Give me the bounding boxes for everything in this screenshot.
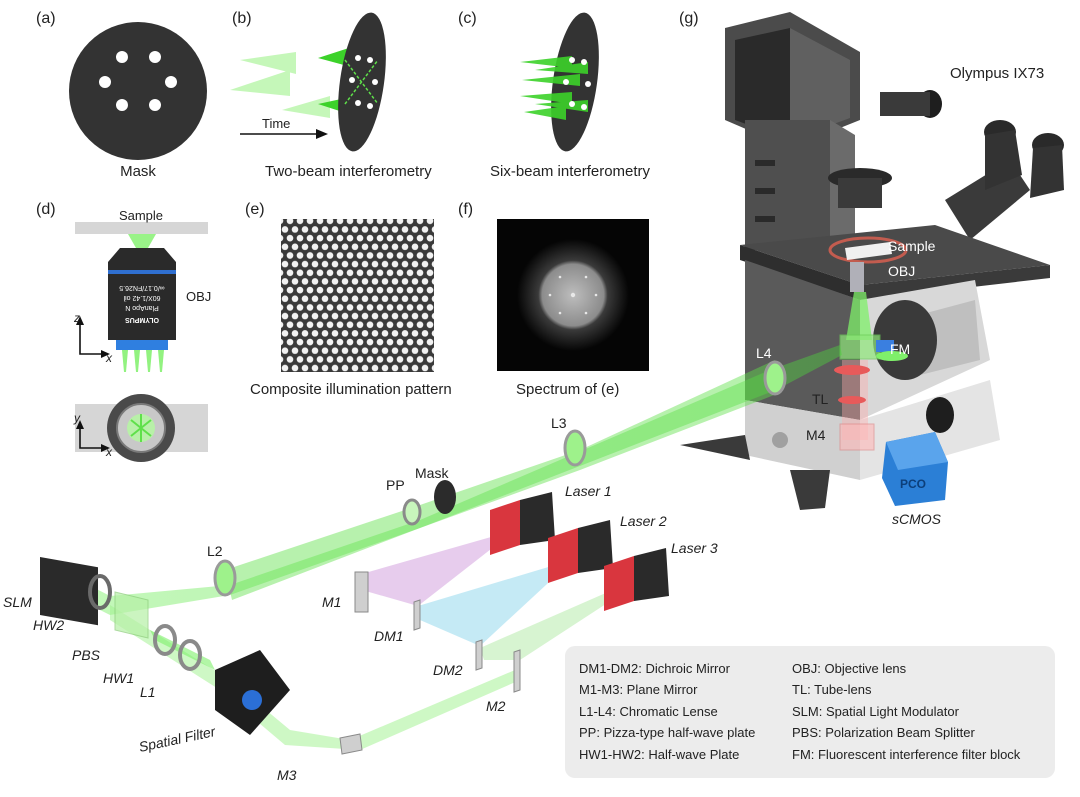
panel-f: (f) Spectrum of (e) — [458, 201, 649, 398]
mirror-dm1 — [413, 599, 421, 631]
legend-item: HW1-HW2: Half-wave Plate — [579, 746, 740, 762]
panel-d: (d) Sample OLYMPUS PlanApo N 60X/1.42 oi… — [36, 201, 211, 462]
label-laser1: Laser 1 — [565, 483, 612, 499]
laser-1 — [490, 492, 555, 555]
label-m4: M4 — [806, 427, 826, 443]
objective-line-3: ∞/0.17/FN26.5 — [119, 284, 165, 291]
legend-item: L1-L4: Chromatic Lense — [579, 703, 718, 719]
sample-slide — [75, 222, 208, 234]
legend-item: OBJ: Objective lens — [792, 661, 907, 676]
panel-g-tag: (g) — [679, 10, 699, 27]
label-pbs: PBS — [72, 647, 101, 663]
mirror-m2 — [513, 649, 521, 693]
axis-z-label: z — [73, 311, 80, 325]
label-m2: M2 — [486, 698, 506, 714]
label-laser3: Laser 3 — [671, 540, 718, 556]
legend-item: M1-M3: Plane Mirror — [579, 682, 698, 698]
panel-d-sample: Sample — [119, 208, 163, 223]
label-l4: L4 — [756, 345, 772, 361]
panel-e: (e) Composite illumination pattern — [245, 201, 452, 398]
legend-item: DM1-DM2: Dichroic Mirror — [579, 661, 730, 676]
axis-y-label: y — [73, 411, 81, 425]
legend-item: PP: Pizza-type half-wave plate — [579, 725, 756, 741]
label-laser2: Laser 2 — [620, 513, 667, 529]
panel-a-tag: (a) — [36, 10, 56, 27]
time-label: Time — [262, 116, 290, 131]
panel-e-caption: Composite illumination pattern — [250, 381, 452, 398]
panel-g: (g) Olympus IX73 — [679, 10, 1064, 510]
laser-units — [490, 492, 669, 611]
panel-d-tag: (d) — [36, 201, 56, 218]
label-spatial-filter: Spatial Filter — [137, 723, 218, 755]
label-mask: Mask — [415, 465, 449, 481]
slm-device — [40, 557, 98, 626]
objective-body — [108, 248, 176, 340]
axis-yx — [79, 426, 104, 449]
label-l1: L1 — [140, 684, 156, 700]
panel-f-tag: (f) — [458, 201, 473, 218]
legend-box: DM1-DM2: Dichroic Mirror M1-M3: Plane Mi… — [565, 646, 1055, 778]
microscope-label: Olympus IX73 — [950, 65, 1044, 82]
panel-c: (c) Six-beam interferometry — [458, 10, 651, 180]
legend-item: PBS: Polarization Beam Splitter — [792, 725, 975, 741]
illumination-pattern — [281, 219, 434, 372]
optics-row — [40, 360, 787, 735]
panel-a-caption: Mask — [120, 163, 156, 180]
label-m1: M1 — [322, 594, 341, 610]
laser-2 — [548, 520, 613, 583]
mirror-m3 — [339, 733, 363, 755]
label-dm1: DM1 — [374, 628, 404, 644]
laser-beams — [358, 535, 612, 660]
panel-b-caption: Two-beam interferometry — [265, 163, 432, 180]
legend-item: SLM: Spatial Light Modulator — [792, 703, 959, 719]
label-hw1: HW1 — [103, 670, 134, 686]
legend-item: FM: Fluorescent interference filter bloc… — [792, 746, 1021, 762]
label-l3: L3 — [551, 415, 567, 431]
mirror-dm2 — [475, 639, 483, 671]
label-scmos: sCMOS — [892, 511, 942, 527]
panel-e-tag: (e) — [245, 201, 265, 218]
axis-zx — [79, 322, 104, 355]
label-obj: OBJ — [888, 263, 915, 279]
label-hw2: HW2 — [33, 617, 64, 633]
label-tl: TL — [812, 391, 829, 407]
panel-b-tag: (b) — [232, 10, 252, 27]
laser-3 — [604, 548, 669, 611]
legend-item: TL: Tube-lens — [792, 682, 872, 698]
panel-b: (b) Time Two-beam interferometry — [230, 10, 432, 180]
objective-brand: OLYMPUS — [125, 316, 159, 323]
label-l2: L2 — [207, 543, 223, 559]
panel-c-caption: Six-beam interferometry — [490, 163, 651, 180]
panel-c-tag: (c) — [458, 10, 477, 27]
camera-brand: PCO — [900, 477, 926, 491]
legend-left-column: DM1-DM2: Dichroic Mirror M1-M3: Plane Mi… — [579, 658, 755, 765]
panel-f-caption: Spectrum of (e) — [516, 381, 619, 398]
mask-holes — [99, 51, 177, 111]
panel-a: (a) Mask — [36, 10, 207, 180]
label-fm: FM — [890, 341, 910, 357]
panel-d-obj: OBJ — [186, 289, 211, 304]
label-sample: Sample — [888, 238, 936, 254]
axis-x-label: x — [105, 351, 113, 365]
legend-right-column: OBJ: Objective lens TL: Tube-lens SLM: S… — [792, 658, 1020, 765]
label-pp: PP — [386, 477, 405, 493]
label-dm2: DM2 — [433, 662, 463, 678]
label-m3: M3 — [277, 767, 297, 783]
objective-line-2: 60X/1.42 oil — [123, 294, 160, 301]
objective-line-1: PlanApo N — [125, 304, 158, 311]
axis-x-label-bottom: x — [105, 445, 113, 459]
mirror-m1 — [354, 571, 369, 613]
mask-disc — [69, 22, 207, 160]
label-slm: SLM — [3, 594, 32, 610]
